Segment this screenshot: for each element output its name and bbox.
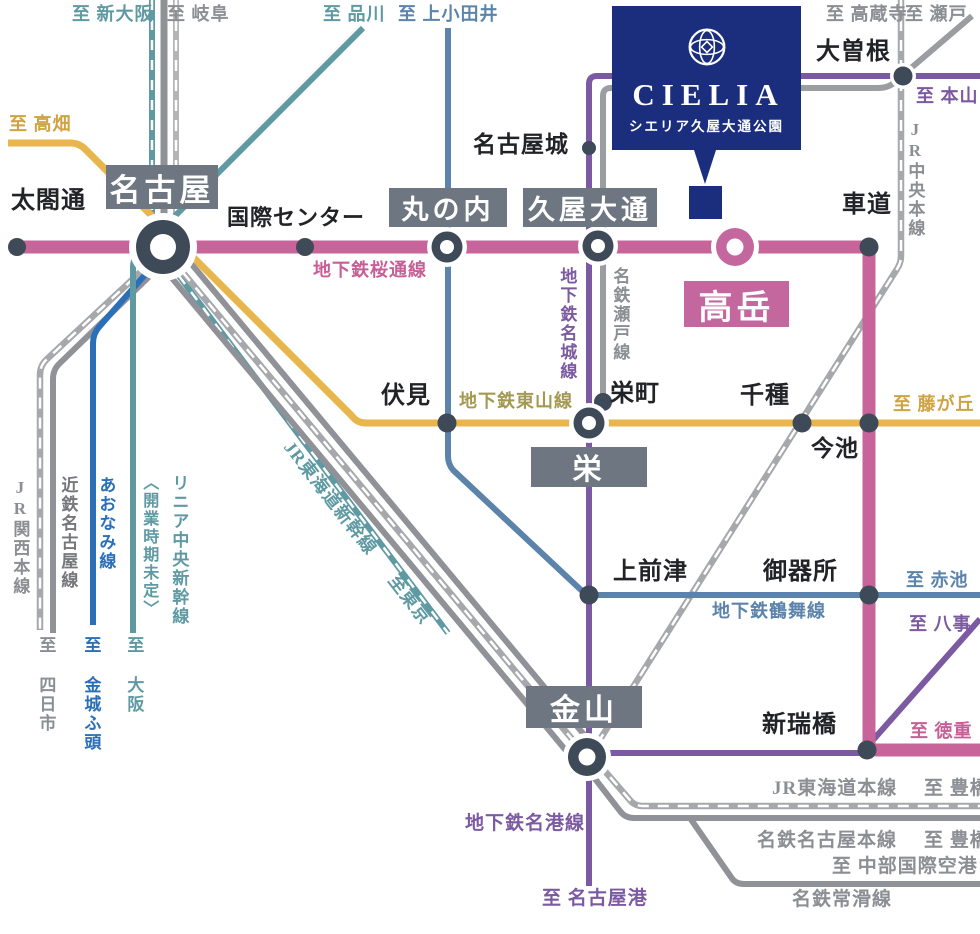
meijo-yagoto-line bbox=[863, 617, 980, 750]
badge-takaoka: 高岳 bbox=[684, 281, 789, 327]
badge-nagoya: 名古屋 bbox=[106, 165, 218, 209]
shinkansen-east-line-dash bbox=[166, 259, 449, 634]
cielia-location-marker bbox=[689, 186, 722, 219]
label-to-centrair: 至 中部国際空港 bbox=[832, 856, 978, 877]
label-to-gifu: 至 岐阜 bbox=[167, 4, 230, 24]
station-label-sakaemachi: 栄町 bbox=[610, 381, 660, 407]
badge-sakae: 栄 bbox=[531, 447, 647, 487]
station-ring-marunouchi bbox=[427, 227, 467, 267]
label-to-shinagawa: 至 品川 bbox=[323, 4, 386, 24]
station-dot-kamimaezu bbox=[579, 585, 599, 605]
label-to-kami-otai: 至 上小田井 bbox=[398, 4, 499, 24]
tokoname-line bbox=[687, 816, 980, 887]
label-to-toyohashi-meitetsu: 至 豊橋 bbox=[924, 830, 980, 851]
higashiyama-line bbox=[8, 139, 980, 427]
station-label-taiko-dori: 太閤通 bbox=[11, 188, 86, 214]
station-dot-kurumamichi bbox=[859, 237, 879, 257]
cielia-subtitle: シエリア久屋大通公園 bbox=[629, 119, 784, 134]
shinkansen-east-line bbox=[164, 258, 451, 635]
label-to-takabata: 至 高畑 bbox=[9, 114, 72, 134]
station-dot-nagoya-castle bbox=[582, 141, 596, 155]
kintetsu-line bbox=[50, 267, 159, 633]
station-ring-hisaya-odori bbox=[578, 226, 618, 266]
station-dot-gokiso bbox=[859, 585, 879, 605]
label-to-kozoji: 至 高蔵寺 bbox=[826, 4, 908, 24]
station-label-nagoya-castle: 名古屋城 bbox=[473, 132, 569, 157]
label-to-shin-osaka: 至 新大阪 bbox=[72, 4, 154, 24]
cielia-wordmark: CIELIA bbox=[632, 77, 785, 112]
station-dot-chikusa bbox=[792, 413, 812, 433]
station-label-gokiso: 御器所 bbox=[763, 559, 838, 585]
meitetsu-east-line bbox=[586, 769, 980, 821]
station-dot-ozone bbox=[893, 66, 913, 86]
station-label-ozone: 大曽根 bbox=[816, 39, 891, 65]
station-label-kamimaezu: 上前津 bbox=[613, 559, 688, 585]
line-label-linear-note: 〈開業時期未定〉 bbox=[140, 474, 158, 618]
badge-hisaya-odori: 久屋大通 bbox=[523, 188, 657, 227]
line-label-meiko: 地下鉄名港線 bbox=[465, 813, 586, 834]
station-label-kokusai-center: 国際センター bbox=[227, 205, 366, 230]
label-to-kinjo-futo: 至 金城ふ頭 bbox=[81, 636, 101, 752]
label-to-fujigaoka: 至 藤が丘 bbox=[893, 394, 975, 414]
line-label-seto: 名鉄瀬戸線 bbox=[610, 267, 630, 362]
jr-kansai-line-dash bbox=[38, 263, 150, 630]
line-label-tokoname: 名鉄常滑線 bbox=[792, 889, 893, 910]
label-to-toyohashi-jr: 至 豊橋 bbox=[924, 778, 980, 799]
station-label-kurumamichi: 車道 bbox=[842, 192, 892, 218]
aonami-line bbox=[90, 257, 162, 625]
badge-marunouchi: 丸の内 bbox=[389, 188, 507, 227]
station-ring-sakae bbox=[569, 403, 609, 443]
station-label-fushimi: 伏見 bbox=[381, 383, 431, 409]
line-label-jr-kansai: JR関西本線 bbox=[10, 478, 30, 596]
station-ring-takaoka bbox=[711, 223, 759, 271]
cielia-callout: CIELIA シエリア久屋大通公園 bbox=[612, 6, 801, 150]
line-label-higashiyama: 地下鉄東山線 bbox=[459, 391, 573, 411]
jr-chuo-line-dash bbox=[590, 0, 903, 753]
jr-tokaido-east-line-dash bbox=[596, 761, 980, 808]
line-label-jr-tokaido: JR東海道本線 bbox=[772, 778, 898, 799]
station-label-chikusa: 千種 bbox=[740, 383, 790, 409]
station-label-imaike: 今池 bbox=[811, 436, 859, 461]
station-label-aratamabashi: 新瑞橋 bbox=[762, 712, 837, 738]
line-label-meijo: 地下鉄名城線 bbox=[557, 267, 577, 381]
meitetsu-sw-line2 bbox=[158, 263, 581, 767]
line-label-tsurumai: 地下鉄鶴舞線 bbox=[712, 601, 826, 621]
cielia-logo-icon bbox=[688, 28, 725, 66]
station-ring-kanayama bbox=[563, 733, 611, 781]
cielia-pointer-icon bbox=[694, 150, 716, 184]
line-label-linear: リニア中央新幹線 bbox=[169, 474, 189, 626]
line-label-jr-chuo: JR中央本線 bbox=[905, 120, 925, 238]
label-to-nagoya-port: 至 名古屋港 bbox=[542, 888, 648, 909]
station-dot-fushimi bbox=[437, 413, 457, 433]
line-label-aonami: あおなみ線 bbox=[96, 476, 116, 571]
line-label-sakuradori: 地下鉄桜通線 bbox=[313, 260, 427, 280]
station-dot-taiko-dori bbox=[8, 238, 26, 256]
label-to-yagoto: 至 八事 bbox=[909, 614, 972, 634]
line-label-kintetsu: 近鉄名古屋線 bbox=[58, 476, 78, 590]
label-to-tokushige: 至 徳重 bbox=[910, 721, 973, 741]
label-to-motoyama: 至 本山 bbox=[916, 86, 979, 106]
label-to-akaike: 至 赤池 bbox=[906, 570, 969, 590]
jr-tokaido-sw-line-dash bbox=[169, 256, 588, 758]
station-dot-aratamabashi bbox=[857, 740, 877, 760]
line-label-meitetsu-main: 名鉄名古屋本線 bbox=[757, 830, 898, 851]
station-dot-imaike bbox=[859, 413, 879, 433]
meitetsu-main-sw-line bbox=[176, 247, 599, 751]
label-to-osaka: 至 大阪 bbox=[124, 636, 144, 714]
station-dot-kokusai-center bbox=[296, 238, 314, 256]
station-ring-nagoya bbox=[129, 213, 197, 281]
meijo-line bbox=[586, 73, 980, 886]
label-to-seto: 至 瀬戸 bbox=[905, 4, 968, 24]
badge-kanayama: 金山 bbox=[526, 686, 642, 728]
label-to-yokkaichi: 至 四日市 bbox=[36, 636, 56, 733]
